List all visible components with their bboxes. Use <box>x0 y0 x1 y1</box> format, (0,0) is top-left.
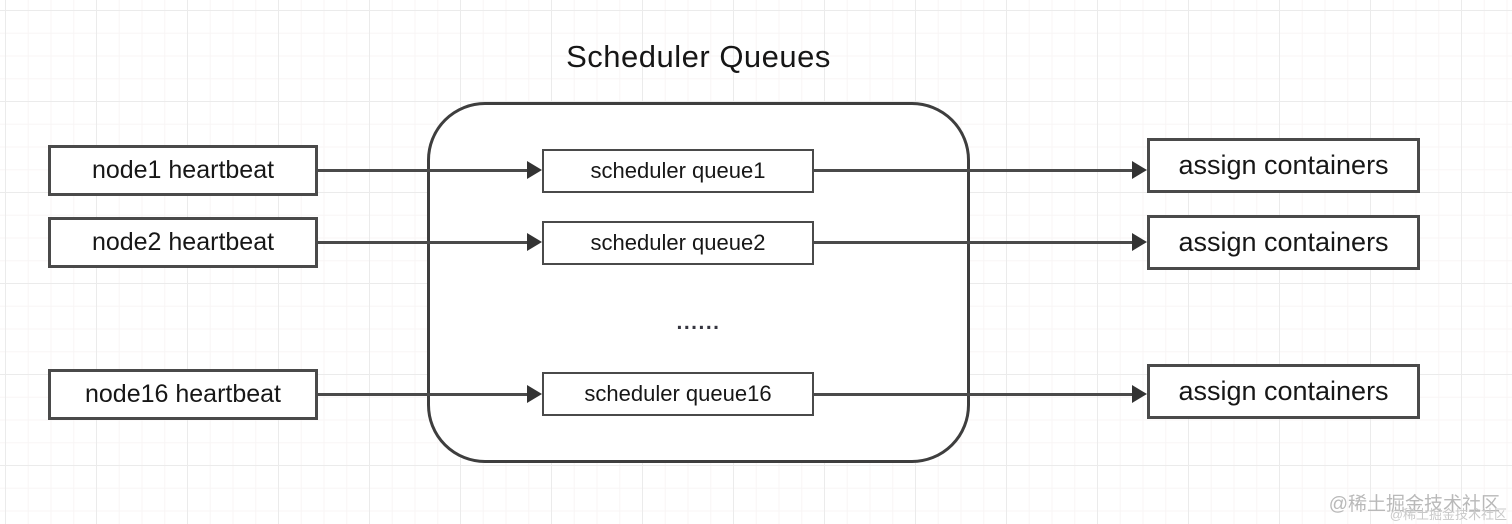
arrow-head-icon <box>527 233 542 251</box>
watermark-primary: @稀土掘金技术社区 <box>1328 494 1500 515</box>
arrow-line <box>318 392 531 396</box>
arrow-line <box>318 240 531 244</box>
arrow-line <box>814 392 1136 396</box>
node-heartbeat-box: node2 heartbeat <box>48 217 318 268</box>
ellipsis-label: ...... <box>676 311 721 334</box>
node-heartbeat-box: node16 heartbeat <box>48 369 318 420</box>
scheduler-queue-box: scheduler queue1 <box>542 149 814 193</box>
arrow-head-icon <box>1132 385 1147 403</box>
arrow-line <box>814 168 1136 172</box>
assign-containers-box: assign containers <box>1147 215 1420 270</box>
assign-containers-box: assign containers <box>1147 364 1420 419</box>
scheduler-queue-box: scheduler queue16 <box>542 372 814 416</box>
arrow-head-icon <box>1132 161 1147 179</box>
scheduler-queue-box: scheduler queue2 <box>542 221 814 265</box>
arrow-head-icon <box>1132 233 1147 251</box>
assign-containers-box: assign containers <box>1147 138 1420 193</box>
watermark-secondary: @稀土掘金技术社区 <box>1389 507 1507 522</box>
arrow-line <box>814 240 1136 244</box>
arrow-line <box>318 168 531 172</box>
diagram-title: Scheduler Queues <box>566 39 831 74</box>
arrow-head-icon <box>527 385 542 403</box>
node-heartbeat-box: node1 heartbeat <box>48 145 318 196</box>
arrow-head-icon <box>527 161 542 179</box>
